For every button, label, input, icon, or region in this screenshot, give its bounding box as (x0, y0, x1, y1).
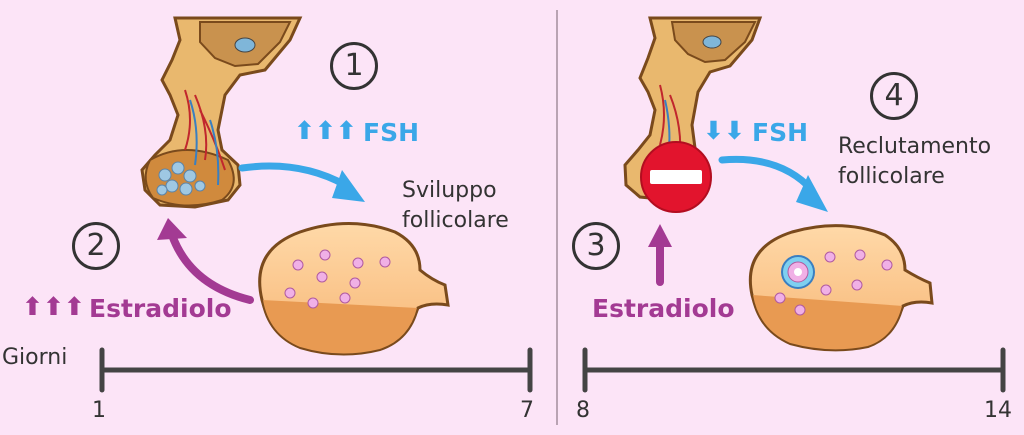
estradiol-label-right: Estradiolo (592, 294, 735, 323)
ovary-icon-right (748, 224, 934, 352)
timeline-left (99, 347, 533, 393)
estradiol-feedback-arrow-left (157, 218, 254, 304)
timeline-right-end: 14 (984, 398, 1012, 423)
dominant-follicle (781, 255, 815, 289)
ovary-label-right-line2: follicolare (838, 164, 945, 189)
fsh-to-ovary-arrow-right (718, 155, 828, 212)
timeline-right-start: 8 (576, 398, 590, 423)
pituitary-gland-icon-left (140, 16, 303, 209)
ovary-label-left-line2: follicolare (402, 208, 509, 233)
estradiol-feedback-arrow-right (648, 224, 672, 286)
step-number-4: 4 (870, 72, 918, 120)
ovary-icon-left (258, 222, 450, 356)
step-number-1: 1 (330, 42, 378, 90)
step-number-2: 2 (72, 222, 120, 270)
fsh-decrease-arrows-icon: ⬇⬇ (703, 116, 745, 145)
fsh-to-ovary-arrow-left (238, 162, 365, 202)
fsh-label-right: FSH (752, 118, 809, 147)
timeline-left-start: 1 (92, 398, 106, 423)
timeline-right (582, 347, 1006, 393)
fsh-label-left: FSH (363, 118, 420, 147)
ovary-label-left-line1: Sviluppo (402, 178, 497, 203)
timeline-left-end: 7 (520, 398, 534, 423)
ovary-label-right-line1: Reclutamento (838, 134, 992, 159)
stop-sign-icon (640, 141, 712, 213)
step-number-3: 3 (572, 222, 620, 270)
timeline-label: Giorni (2, 345, 68, 370)
fsh-increase-arrows-icon: ⬆⬆⬆ (294, 116, 357, 145)
estradiol-label-left: Estradiolo (89, 294, 232, 323)
estradiol-increase-arrows-icon: ⬆⬆⬆ (22, 292, 85, 321)
